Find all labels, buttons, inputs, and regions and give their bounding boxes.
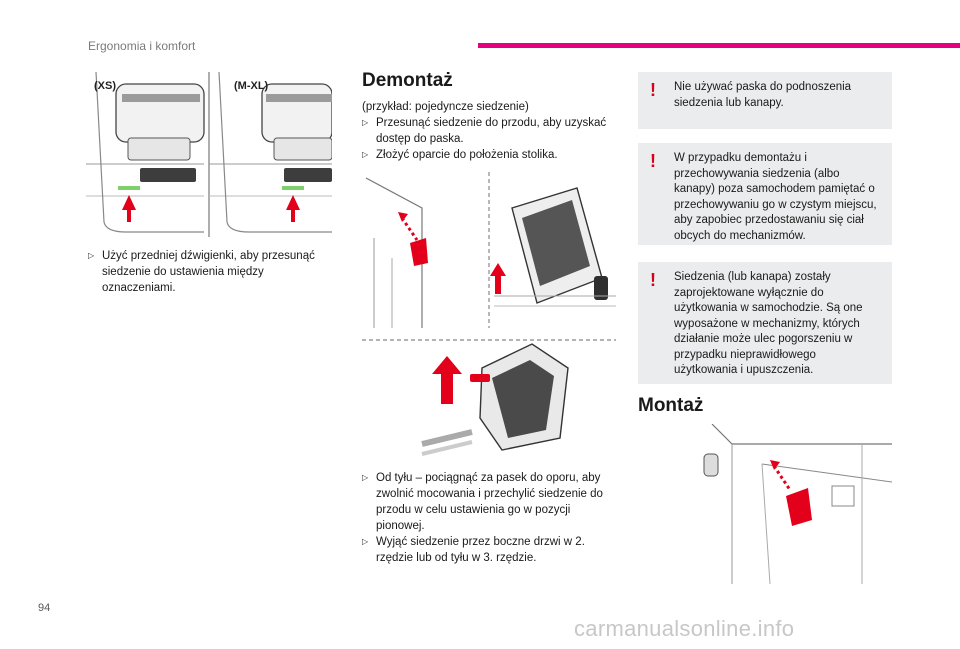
warning-icon: !: [650, 151, 656, 171]
warning-box-strap: ! Nie używać paska do podnoszenia siedze…: [638, 72, 892, 129]
left-instructions: Użyć przedniej dźwigienki, aby przesunąć…: [88, 248, 332, 296]
watermark: carmanualsonline.info: [574, 616, 795, 641]
section-title-installation: Montaż: [638, 395, 704, 416]
seat-removal-illustration: [362, 168, 616, 458]
list-item: Użyć przedniej dźwigienki, aby przesunąć…: [88, 248, 332, 296]
seat-installation-drawing: [703, 424, 892, 584]
figure-label-mxl: (M-XL): [234, 80, 269, 92]
removal-intro: (przykład: pojedyncze siedzenie): [362, 101, 529, 113]
warning-text: Siedzenia (lub kanapa) zostały zaprojekt…: [674, 271, 863, 376]
header-accent-bar: [478, 43, 960, 48]
seat-adjust-drawing: [86, 72, 332, 237]
warning-box-usage: ! Siedzenia (lub kanapa) zostały zaproje…: [638, 262, 892, 384]
list-item: Wyjąć siedzenie przez boczne drzwi w 2. …: [362, 534, 616, 566]
section-title-removal: Demontaż: [362, 70, 453, 91]
list-item: Złożyć oparcie do położenia stolika.: [362, 147, 616, 163]
warning-box-storage: ! W przypadku demontażu i przechowywania…: [638, 143, 892, 245]
header-title: Ergonomia i komfort: [88, 39, 196, 53]
figure-label-xs: (XS): [94, 80, 116, 92]
list-item: Przesunąć siedzenie do przodu, aby uzysk…: [362, 115, 616, 147]
page-number: 94: [38, 602, 51, 614]
removal-steps-bottom: Od tyłu – pociągnąć za pasek do oporu, a…: [362, 470, 616, 566]
warning-text: W przypadku demontażu i przechowywania s…: [674, 152, 877, 242]
removal-steps-top: Przesunąć siedzenie do przodu, aby uzysk…: [362, 115, 616, 163]
seat-adjust-illustration: [86, 72, 332, 237]
seat-removal-drawing: [362, 172, 616, 456]
warning-icon: !: [650, 270, 656, 290]
seat-installation-illustration: [692, 424, 892, 584]
warning-text: Nie używać paska do podnoszenia siedzeni…: [674, 81, 852, 109]
list-item: Od tyłu – pociągnąć za pasek do oporu, a…: [362, 470, 616, 534]
warning-icon: !: [650, 80, 656, 100]
